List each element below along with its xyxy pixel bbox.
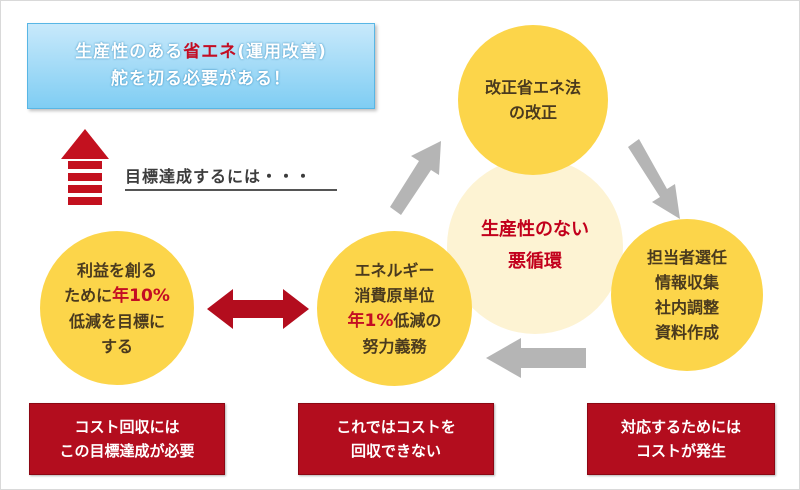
vicious-cycle-circle: 生産性のない 悪循環 [447,158,623,334]
circle-text: 努力義務 [362,337,427,356]
circle-text: 社内調整 [654,298,719,317]
box-text: この目標達成が必要 [59,442,195,460]
box-text: コスト回収には [74,418,180,436]
cycle-arrow-down-icon [628,139,680,219]
circle-highlight: 年10% [112,285,170,306]
circle-text: 低減の [393,311,442,330]
circle-text: 改正省エネ法 [484,78,581,97]
banner-text: 生産性のある [75,42,184,62]
circle-highlight: 年1% [347,311,394,331]
energy-reduction-circle: エネルギー 消費原単位 年1%低減の 努力義務 [317,231,472,386]
box-text: コストが発生 [635,442,726,460]
double-arrow-icon [207,289,309,329]
banner-line-1: 生産性のある省エネ(運用改善) [75,39,327,66]
staff-tasks-circle: 担当者選任 情報収集 社内調整 資料作成 [611,219,763,371]
circle-text: の改正 [508,103,557,122]
circle-text: 年1%低減の [348,308,442,334]
profit-goal-circle: 利益を創る ために年10% 低減を目標に する [40,231,194,385]
circle-text: エネルギー [354,261,435,280]
box-text: これではコストを [336,418,456,436]
circle-text: 消費原単位 [354,286,435,305]
law-revision-circle: 改正省エネ法 の改正 [458,25,608,175]
cost-occurs-box: 対応するためには コストが発生 [587,403,775,475]
circle-text: する [100,336,133,356]
circle-text: 悪循環 [508,251,562,272]
banner-text: (運用改善) [237,42,327,62]
box-text: 回収できない [350,442,441,460]
goal-caption: 目標達成するには・・・ [125,167,313,186]
circle-text: 利益を創る [76,260,157,280]
circle-text: 情報収集 [654,273,719,292]
cycle-arrow-left-icon [486,338,586,378]
banner-highlight: 省エネ [183,42,238,62]
caption-underline [125,189,337,191]
circle-text: 生産性のない [481,219,589,240]
circle-text: ために [64,285,113,305]
box-text: 対応するためには [620,418,741,436]
circle-text: ために年10% [64,283,170,309]
circle-text: 担当者選任 [646,248,727,267]
cycle-arrow-up-icon [390,141,441,215]
circle-text: 低減を目標に [68,311,165,331]
banner-line-2: 舵を切る必要がある！ [111,69,291,89]
cannot-recover-box: これではコストを 回収できない [298,403,494,475]
up-arrow-icon [61,129,109,205]
goal-banner: 生産性のある省エネ(運用改善) 舵を切る必要がある！ [27,23,375,109]
circle-text: 資料作成 [654,323,719,342]
cost-recovery-box: コスト回収には この目標達成が必要 [29,403,225,475]
